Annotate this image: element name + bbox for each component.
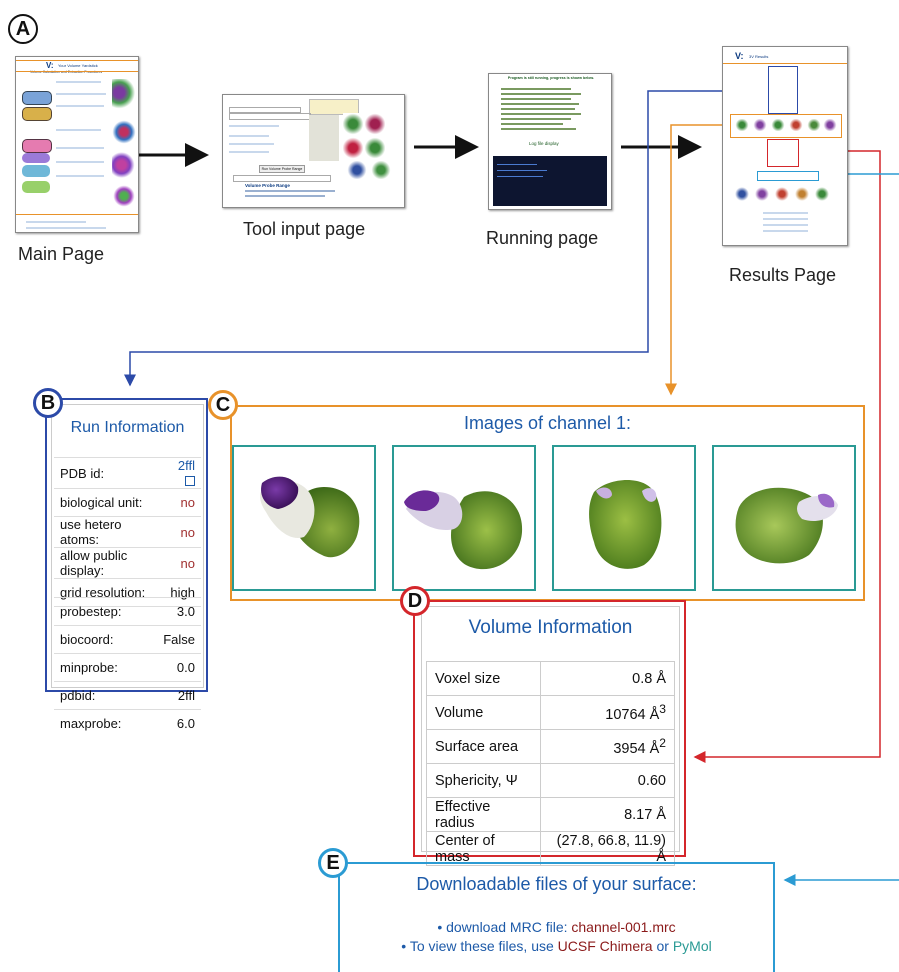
panel-b-label: B [33,388,63,418]
table-row: biological unit:no [54,488,201,517]
panel-c-label: C [208,390,238,420]
results-page-caption: Results Page [729,265,837,285]
channel-image-1[interactable] [232,445,376,591]
panel-d-label: D [400,586,430,616]
surface-render-2 [404,490,523,570]
pdb-id-link[interactable]: 2ffl [160,457,201,489]
surface-render-1 [260,476,360,558]
running-page-thumbnail: Program is still running, progress is sh… [488,73,612,210]
table-row: probestep:3.0 [54,597,201,626]
run-info-panel: Run Information PDB id:2ffl biological u… [45,398,208,737]
flow-arrows [137,135,702,167]
panel-e-label: E [318,848,348,878]
tool-input-thumbnail: Run Volume Probe Range Volume Probe Rang… [222,94,405,208]
downloads-panel: Downloadable files of your surface: • do… [338,862,775,972]
images-panel: Images of channel 1: [230,405,865,601]
run-info-title: Run Information [70,419,185,436]
download-mrc-line: • download MRC file: channel-001.mrc [437,919,676,935]
table-row: PDB id:2ffl [54,457,201,489]
main-logo: V: [46,61,54,70]
images-title: Images of channel 1: [463,413,632,433]
channel-image-3[interactable] [552,445,696,591]
external-link-icon [185,476,195,486]
table-row: use hetero atoms:no [54,516,201,548]
downloads-title: Downloadable files of your surface: [416,874,697,894]
surface-render-3 [589,479,662,569]
surface-render-4 [735,487,838,564]
run-info-table-2: probestep:3.0 biocoord:False minprobe:0.… [54,597,201,737]
orange-connector [665,124,729,396]
table-row: Center of mass(27.8, 66.8, 11.9) Å [426,831,676,866]
table-row: maxprobe:6.0 [54,709,201,737]
mrc-file-link[interactable]: channel-001.mrc [571,919,676,935]
chimera-link[interactable]: UCSF Chimera [557,938,653,954]
run-info-table-1: PDB id:2ffl biological unit:no use heter… [54,457,201,607]
table-row: allow public display:no [54,547,201,579]
panel-a-label: A [8,14,38,44]
table-row: pdbid:2ffl [54,681,201,710]
channel-image-4[interactable] [712,445,856,591]
table-row: minprobe:0.0 [54,653,201,682]
table-row: biocoord:False [54,625,201,654]
volume-info-title: Volume Information [468,617,633,638]
main-page-caption: Main Page [18,244,105,264]
blue-connector [124,90,767,387]
tool-run-button: Run Volume Probe Range [259,165,305,173]
running-page-caption: Running page [486,228,599,248]
viewer-line: • To view these files, use UCSF Chimera … [401,938,712,954]
main-page-thumbnail: V: Your Volume Yardstick Volume Calculat… [15,56,139,233]
pymol-link[interactable]: PyMol [672,938,712,954]
channel-image-2[interactable] [392,445,536,591]
tool-input-caption: Tool input page [243,219,366,239]
results-page-thumbnail: V: 3V Results [722,46,848,246]
